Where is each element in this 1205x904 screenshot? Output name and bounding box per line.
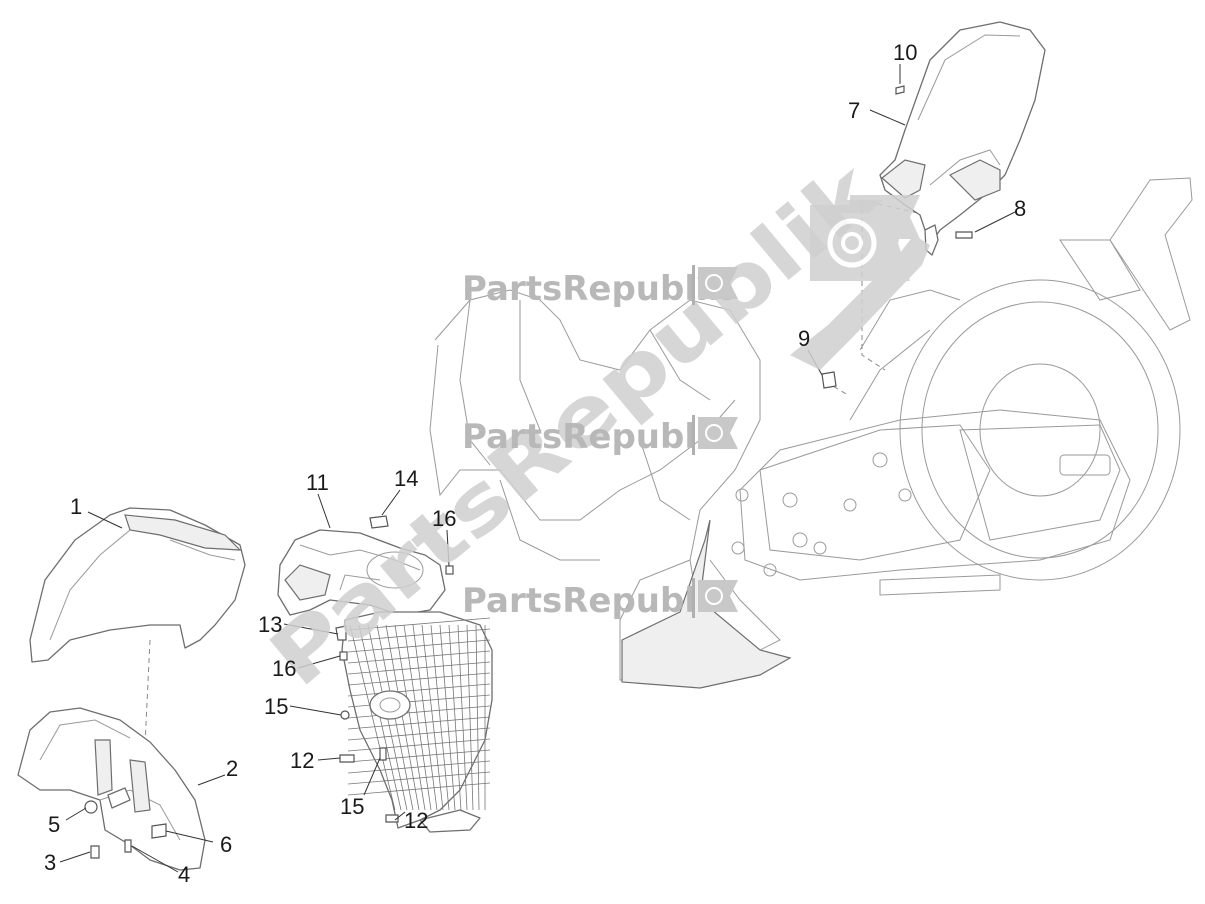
grille-mesh-line <box>347 672 491 686</box>
grille-mesh-line <box>347 617 491 631</box>
callout-6: 6 <box>220 832 232 857</box>
callout-15-top: 15 <box>264 694 288 719</box>
grille-mesh-line <box>347 771 491 785</box>
part-grille-panel <box>341 611 493 833</box>
grille-mesh-line <box>347 705 491 719</box>
watermark-row-2: PartsRepublik <box>462 417 732 457</box>
callout-7: 7 <box>848 98 860 123</box>
grille-mesh-line <box>349 624 396 811</box>
grille-mesh-line <box>475 624 480 811</box>
callout-13: 13 <box>258 612 282 637</box>
grille-mesh-line <box>385 624 420 811</box>
callout-12: 12 <box>404 808 428 833</box>
gear-icon <box>790 195 930 370</box>
flag-icon <box>692 265 738 305</box>
part-2-inner-fender <box>17 707 206 871</box>
callout-labels: 10 7 8 9 1 2 5 3 4 6 11 14 16 13 16 15 1… <box>44 40 1026 887</box>
callout-2: 2 <box>226 756 238 781</box>
grille-mesh-line <box>412 624 438 811</box>
callout-9: 9 <box>798 326 810 351</box>
callout-4: 4 <box>178 862 190 887</box>
grille-mesh-line <box>421 624 444 811</box>
part-11-inner-housing <box>277 529 446 616</box>
watermark-row-3: PartsRepublik <box>462 581 732 621</box>
callout-8: 8 <box>1014 196 1026 221</box>
grille-mesh-line <box>347 782 491 796</box>
part-7-rear-mudguard <box>879 21 1046 256</box>
grille-mesh-line <box>466 624 474 811</box>
grille-mesh-line <box>347 738 491 752</box>
callout-5: 5 <box>48 812 60 837</box>
flag-icon <box>692 415 738 455</box>
grille-mesh-line <box>347 639 491 653</box>
leader-lines <box>59 64 1016 873</box>
grille-mesh-line <box>347 628 491 642</box>
grille-mesh-line <box>347 661 491 675</box>
watermark-layer: PartsRepublik PartsRepublik PartsRepubli… <box>252 143 930 705</box>
callout-12-left: 12 <box>290 748 314 773</box>
grille-mesh-line <box>457 624 468 811</box>
leg-shield-drawing <box>429 289 792 689</box>
grille-mesh-line <box>394 624 426 811</box>
grille-mesh-line <box>403 624 432 811</box>
grille-mesh-line <box>347 760 491 774</box>
callout-16-top: 16 <box>432 506 456 531</box>
callout-14: 14 <box>394 466 418 491</box>
grille-mesh-line <box>430 624 450 811</box>
callout-10: 10 <box>893 40 917 65</box>
callout-15: 15 <box>340 794 364 819</box>
grille-mesh-line <box>439 624 456 811</box>
callout-3: 3 <box>44 850 56 875</box>
watermark-row-1: PartsRepublik <box>462 269 732 309</box>
grille-mesh-line <box>347 749 491 763</box>
part-1-front-mudguard <box>29 507 246 663</box>
grille-mesh-line <box>448 624 462 811</box>
grille-mesh-line <box>347 716 491 730</box>
callout-16: 16 <box>272 656 296 681</box>
grille-mesh-line <box>347 683 491 697</box>
callout-1: 1 <box>70 494 82 519</box>
grille-mesh-line <box>347 650 491 664</box>
callout-11: 11 <box>306 470 329 495</box>
flag-icon <box>692 578 738 618</box>
hardware-parts <box>84 85 973 859</box>
grille-mesh-line <box>347 727 491 741</box>
